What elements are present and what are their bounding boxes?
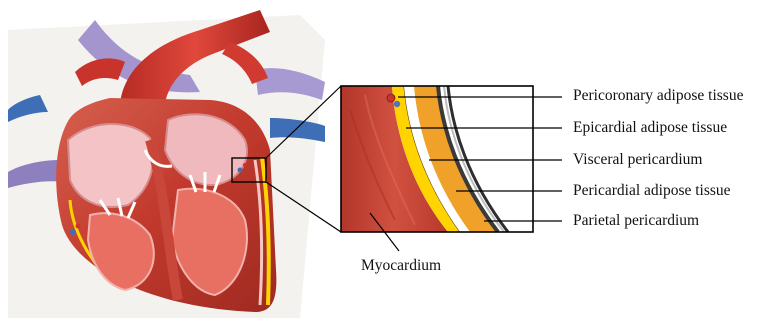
label-pericardial-adipose-tissue: Pericardial adipose tissue: [573, 182, 731, 200]
label-parietal-pericardium: Parietal pericardium: [573, 212, 699, 230]
label-myocardium: Myocardium: [361, 257, 441, 275]
heart-illustration: [8, 10, 325, 318]
zoom-coronary-vein: [394, 101, 400, 107]
zoom-coronary-artery: [387, 94, 395, 102]
label-visceral-pericardium: Visceral pericardium: [573, 151, 702, 169]
left-vessel-dot-blue: [70, 229, 76, 235]
left-vessel-dot-red: [76, 224, 81, 229]
zoom-inset: [341, 86, 533, 232]
box-vessel-blue: [238, 168, 243, 173]
label-epicardial-adipose-tissue: Epicardial adipose tissue: [573, 119, 727, 137]
label-pericoronary-adipose-tissue: Pericoronary adipose tissue: [573, 87, 743, 105]
right-atrium: [68, 124, 153, 207]
box-vessel-red: [243, 163, 247, 167]
